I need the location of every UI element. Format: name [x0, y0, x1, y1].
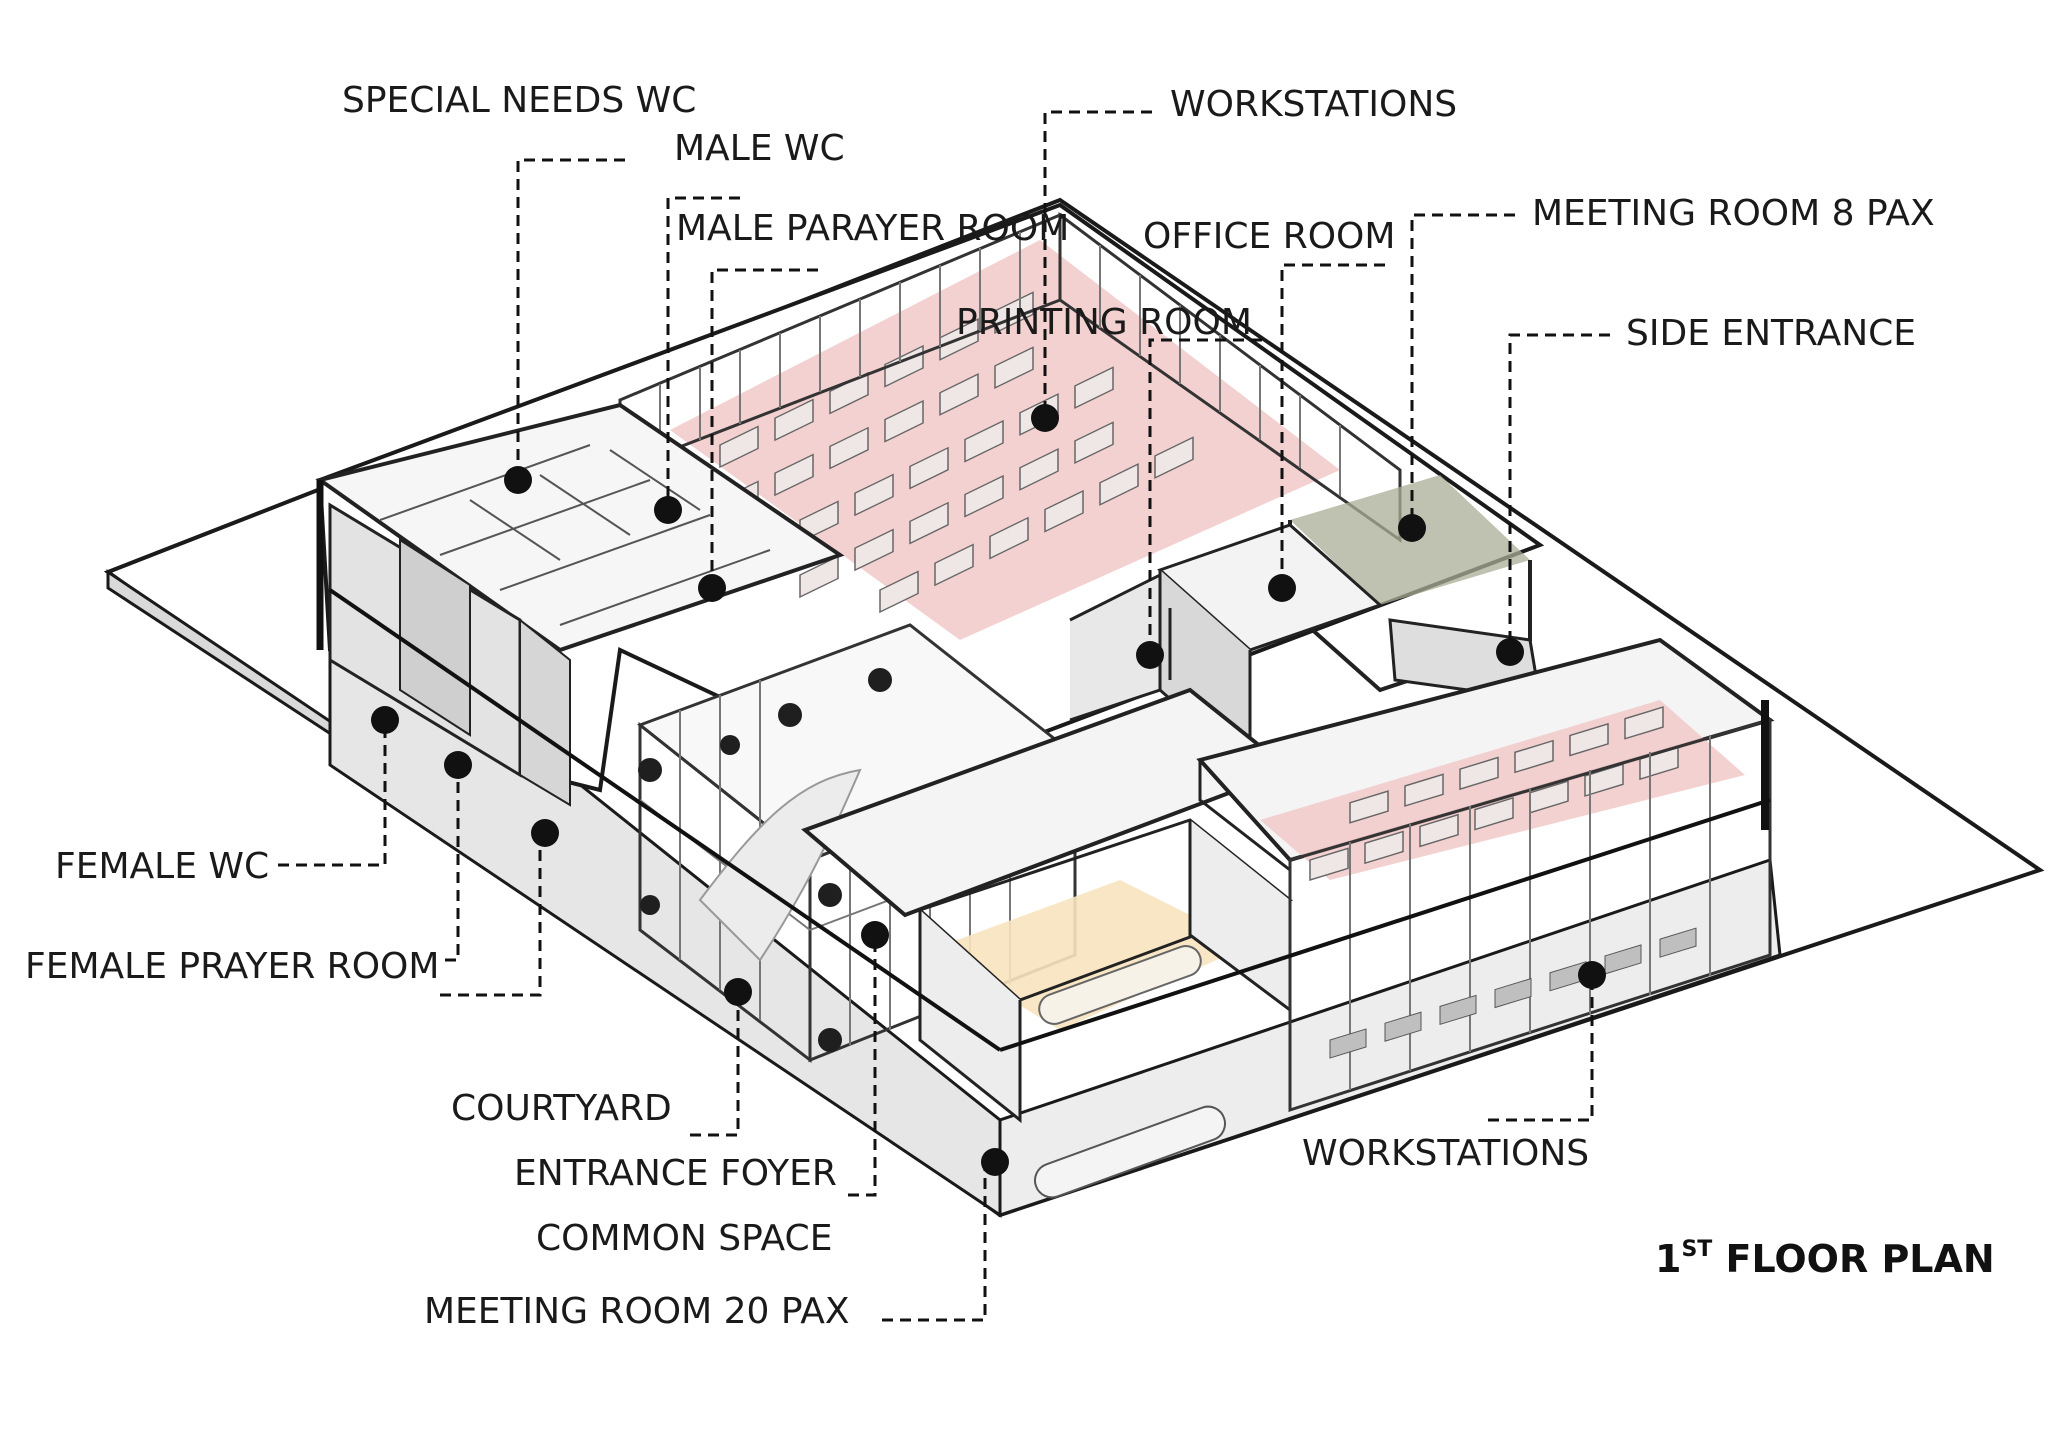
title-number: 1	[1655, 1237, 1681, 1281]
marker-printing-room	[1136, 641, 1164, 669]
label-workstations-bottom: WORKSTATIONS	[1302, 1133, 1589, 1174]
marker-workstations-bottom	[1578, 961, 1606, 989]
label-meeting-room-20: MEETING ROOM 20 PAX	[424, 1291, 850, 1332]
label-male-prayer-room: MALE PARAYER ROOM	[676, 208, 1069, 249]
label-special-needs-wc: SPECIAL NEEDS WC	[342, 80, 696, 121]
label-entrance-foyer: ENTRANCE FOYER	[514, 1153, 837, 1194]
label-office-room: OFFICE ROOM	[1143, 216, 1395, 257]
label-workstations-top: WORKSTATIONS	[1170, 84, 1457, 125]
marker-female-prayer-room	[444, 751, 472, 779]
marker-courtyard	[531, 819, 559, 847]
marker-common-space	[861, 921, 889, 949]
marker-meeting-room-20	[981, 1148, 1009, 1176]
leader-lines	[278, 110, 1610, 1322]
label-side-entrance: SIDE ENTRANCE	[1626, 313, 1916, 354]
marker-male-prayer-room	[698, 574, 726, 602]
workstations-top-zone	[670, 240, 1340, 640]
marker-office-room	[1268, 574, 1296, 602]
marker-meeting-room-8	[1398, 514, 1426, 542]
marker-special-needs-wc	[504, 466, 532, 494]
marker-workstations-top	[1031, 404, 1059, 432]
page-title: 1ST FLOOR PLAN	[1655, 1237, 1995, 1281]
title-text: FLOOR PLAN	[1712, 1237, 1994, 1281]
marker-female-wc	[371, 706, 399, 734]
label-female-prayer-room: FEMALE PRAYER ROOM	[25, 946, 439, 987]
label-female-wc: FEMALE WC	[55, 846, 269, 887]
labels: SPECIAL NEEDS WC MALE WC MALE PARAYER RO…	[25, 80, 1995, 1332]
marker-male-wc	[654, 496, 682, 524]
title-superscript: ST	[1681, 1237, 1712, 1262]
marker-side-entrance	[1496, 638, 1524, 666]
label-common-space: COMMON SPACE	[536, 1218, 832, 1259]
label-meeting-room-8: MEETING ROOM 8 PAX	[1532, 193, 1935, 234]
marker-entrance-foyer	[724, 978, 752, 1006]
workstations-top-desks	[719, 291, 1194, 614]
label-courtyard: COURTYARD	[451, 1088, 672, 1129]
label-printing-room: PRINTING ROOM	[956, 302, 1252, 343]
label-male-wc: MALE WC	[674, 128, 845, 169]
workstations-bottom-zone	[1260, 700, 1745, 880]
